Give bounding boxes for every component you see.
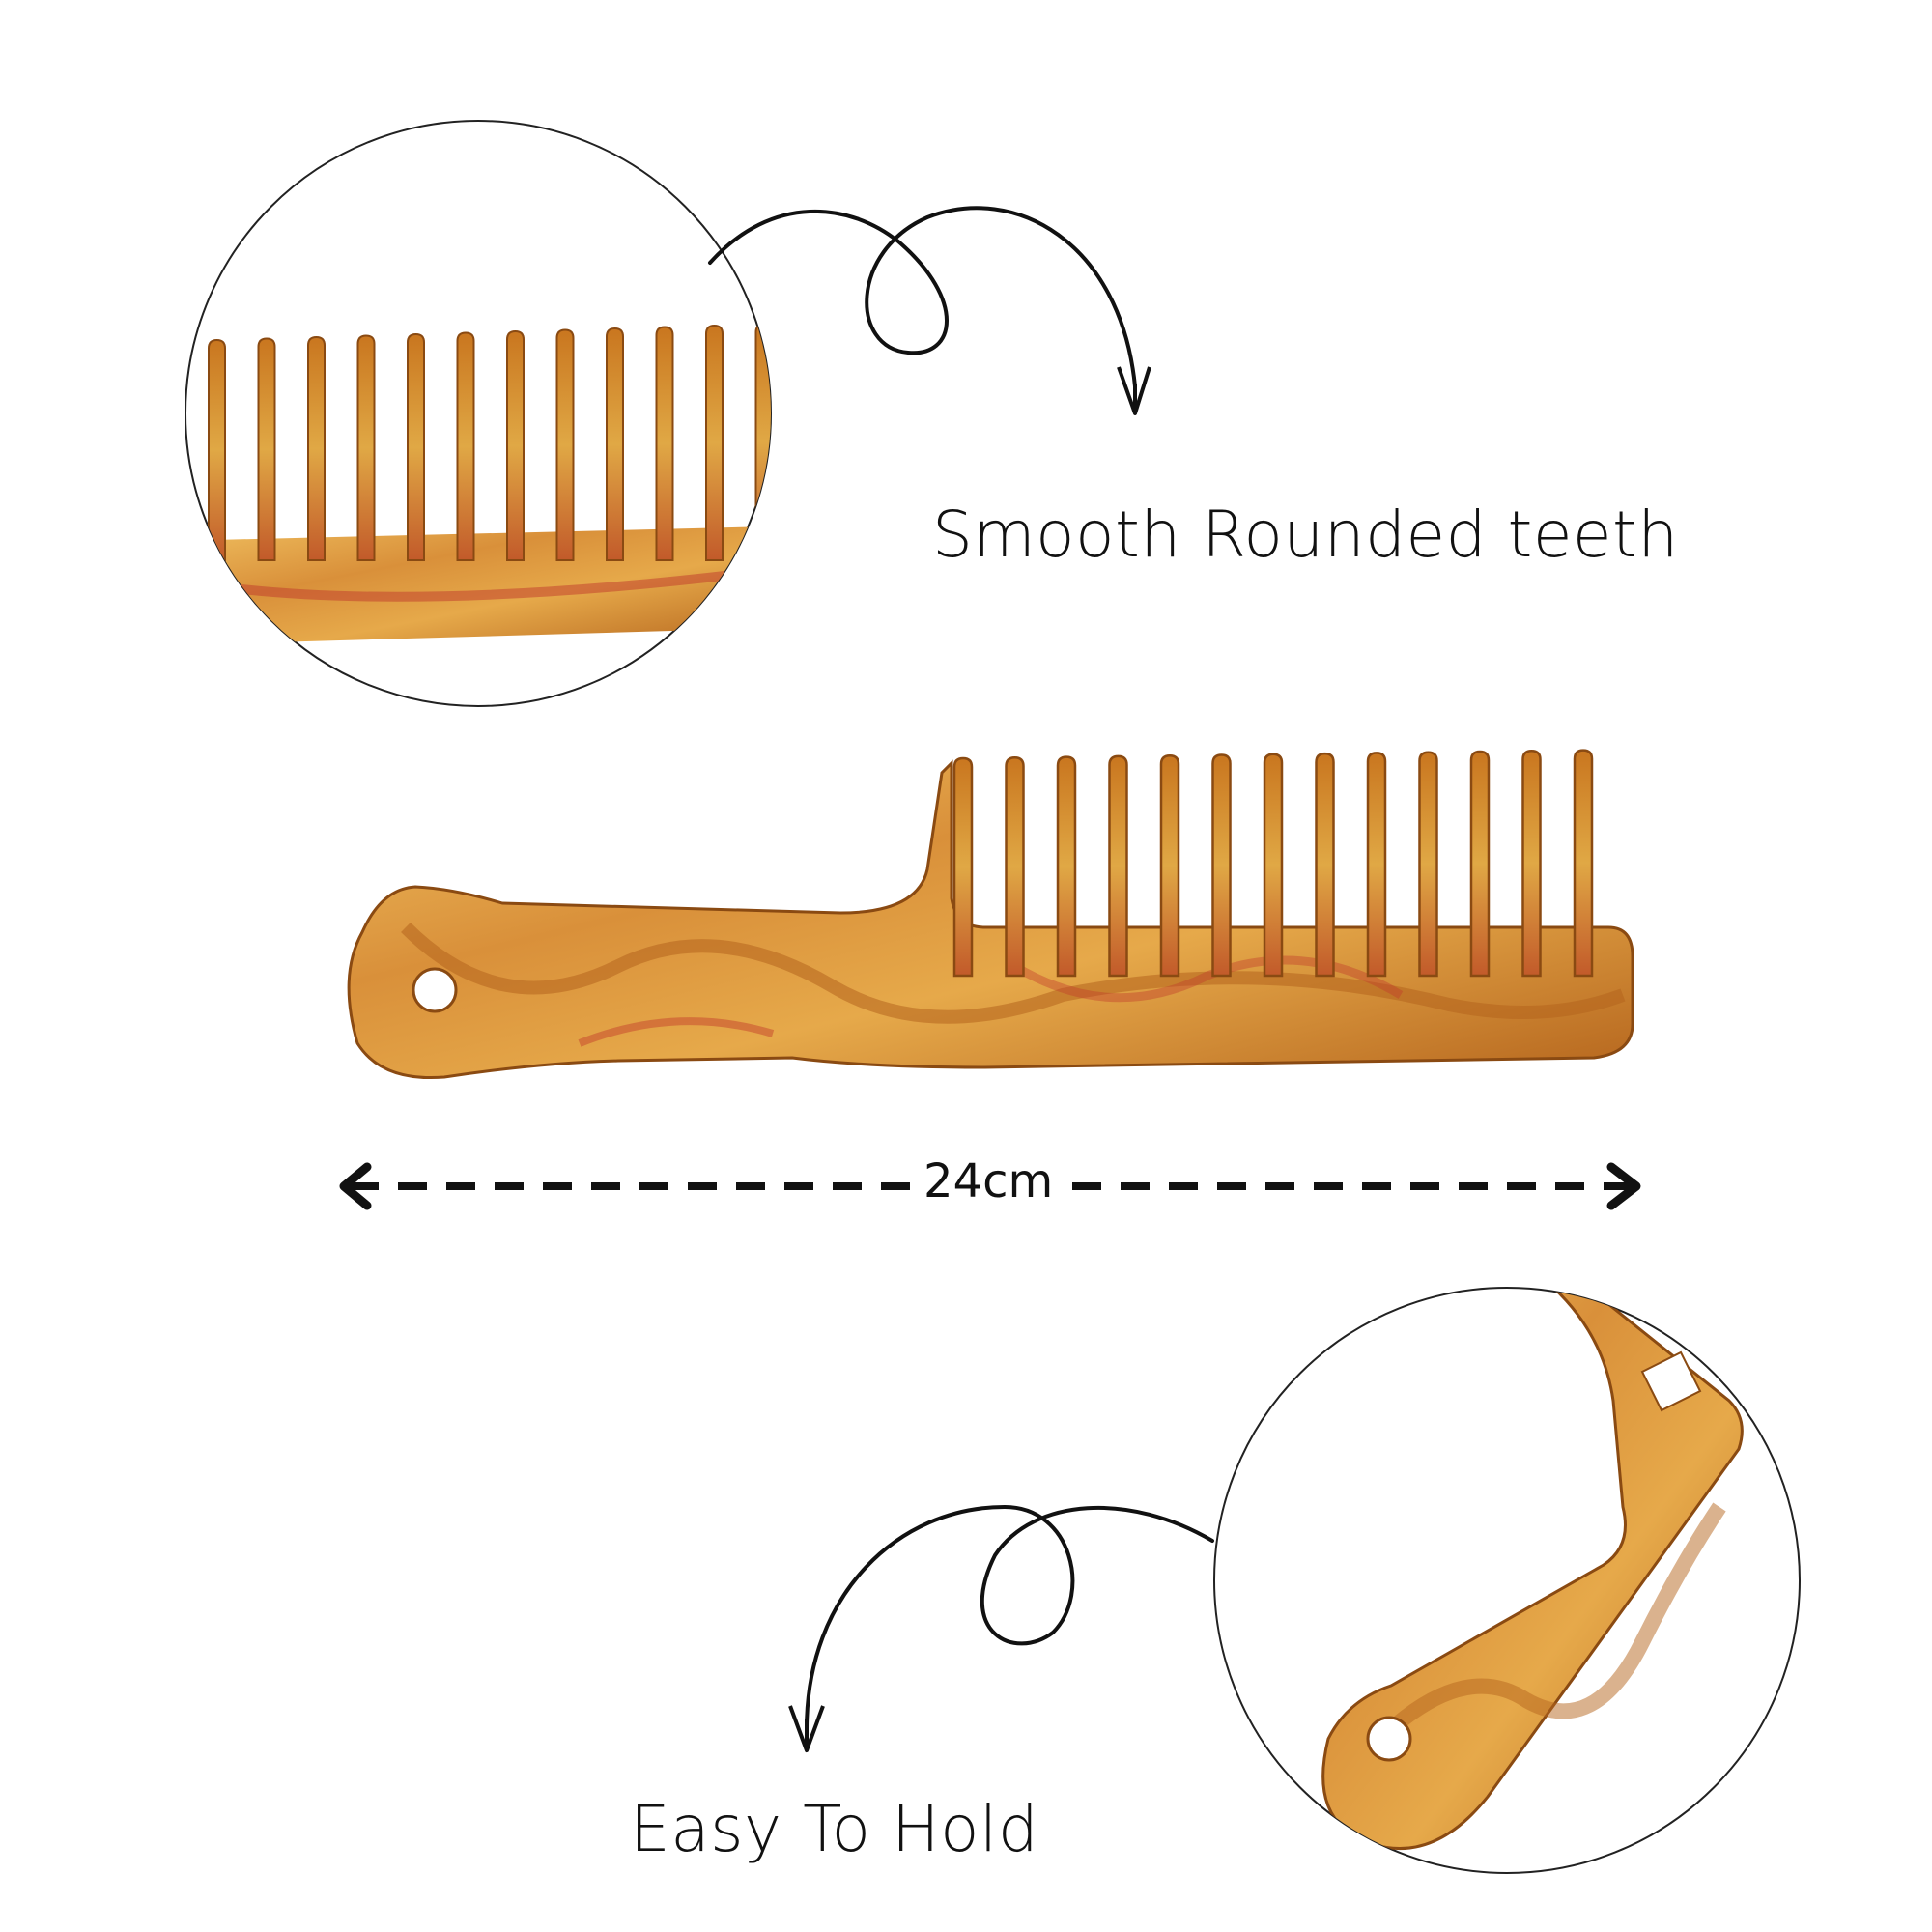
curly-arrow-down-icon xyxy=(708,206,1151,415)
caption-easy-to-hold: Easy To Hold xyxy=(630,1792,1039,1866)
comb-tooth xyxy=(555,328,575,561)
caption-smooth-teeth: Smooth Rounded teeth xyxy=(932,497,1679,572)
comb-tooth xyxy=(1469,750,1491,978)
comb-tooth xyxy=(307,335,326,561)
comb-tooth xyxy=(705,324,724,561)
comb-tooth xyxy=(1573,749,1594,978)
comb-tooth xyxy=(1315,752,1335,978)
comb-image xyxy=(347,749,1634,1080)
comb-tooth xyxy=(1521,750,1542,978)
handle-zoom-circle xyxy=(1213,1287,1801,1874)
comb-tooth xyxy=(952,756,974,978)
comb-tooth xyxy=(606,327,624,561)
comb-tooth xyxy=(655,326,674,561)
measurement-label: 24cm xyxy=(918,1154,1060,1208)
comb-tooth xyxy=(1005,756,1025,978)
comb-tooth xyxy=(506,329,525,561)
comb-tooth xyxy=(1418,751,1438,978)
curly-arrow-down-icon xyxy=(788,1504,1214,1752)
comb-tooth xyxy=(456,331,475,561)
comb-tooth xyxy=(208,338,226,561)
comb-tooth xyxy=(1263,753,1284,978)
comb-tooth xyxy=(257,337,276,561)
comb-tooth xyxy=(1366,752,1387,978)
comb-tooth xyxy=(1056,755,1077,978)
teeth-zoom-circle xyxy=(185,120,772,707)
teeth-closeup-image xyxy=(185,323,771,645)
double-arrow-icon xyxy=(339,1162,1641,1210)
comb-tooth xyxy=(1108,754,1128,978)
comb-tooth xyxy=(356,334,376,561)
comb-tooth xyxy=(1211,753,1232,978)
comb-tooth xyxy=(1159,753,1180,978)
handle-closeup-image xyxy=(1321,1288,1744,1851)
comb-tooth xyxy=(407,332,425,561)
